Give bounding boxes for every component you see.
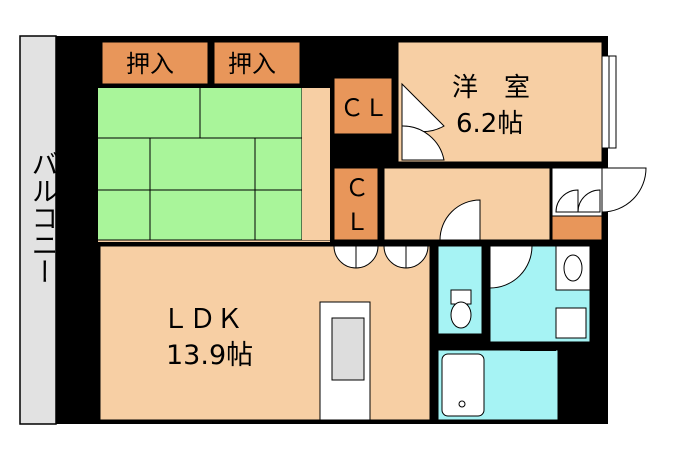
- entrance-door-swing: [601, 167, 647, 213]
- washroom-door-swing: [489, 245, 533, 289]
- bathtub: [441, 353, 485, 417]
- closet-cl-lower-label-2: Ｌ: [345, 208, 369, 236]
- ldk-door-swing-2: [355, 245, 379, 269]
- toilet-bowl: [450, 301, 472, 329]
- oshiire-right-label: 押入: [228, 50, 276, 78]
- western-room-size: 6.2帖: [456, 109, 523, 139]
- closet-cl-lower-label-1: Ｃ: [345, 174, 369, 202]
- oshiire-left-label: 押入: [126, 50, 174, 78]
- ldk-size: 13.9帖: [166, 340, 253, 371]
- ldk-name: ＬＤＫ: [162, 304, 243, 335]
- balcony-label: バルコニー: [27, 150, 58, 285]
- closet-cl-upper-label: ＣＬ: [340, 94, 388, 122]
- closet-cl-lower: [333, 167, 379, 241]
- oshiire-right: [213, 41, 301, 85]
- ldk-room: [99, 245, 431, 421]
- entrance-shoe-box: [551, 215, 603, 241]
- ldk-door-swing-4: [405, 245, 429, 269]
- tatami-mat-lines: [98, 88, 330, 241]
- oshiire-left: [101, 41, 209, 85]
- hallway-door-swing: [439, 199, 481, 241]
- tatami-side-floor: [302, 88, 330, 240]
- kitchen-sink: [331, 317, 365, 381]
- western-room-name: 洋 室: [452, 73, 530, 103]
- closet-cl-upper: [333, 77, 393, 135]
- tatami-room: [98, 88, 330, 240]
- bathtub-drain: [458, 400, 466, 408]
- balcony: [19, 35, 57, 425]
- washing-machine: [555, 307, 587, 339]
